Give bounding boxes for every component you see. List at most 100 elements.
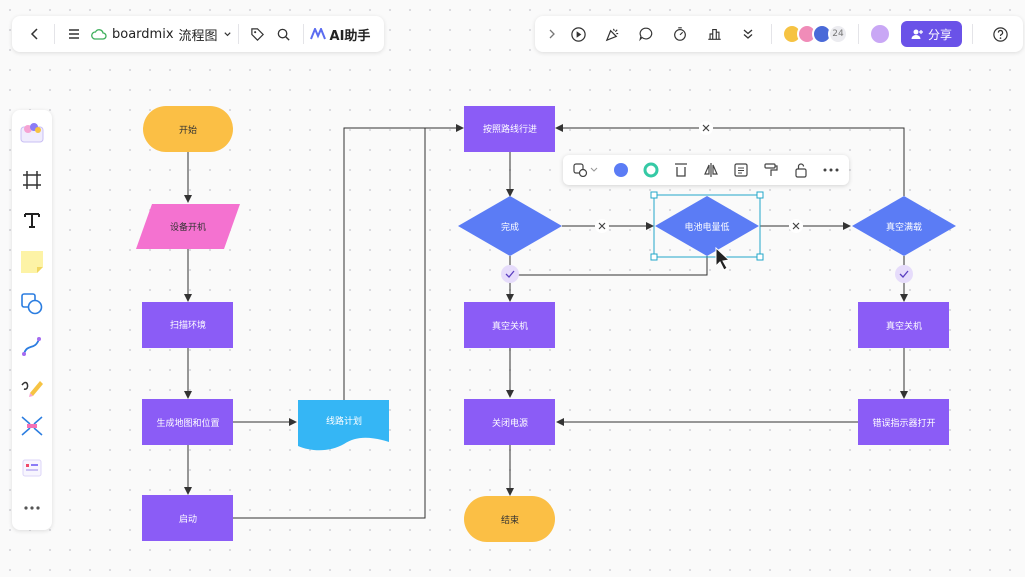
node-route-plan[interactable]: 线路计划 xyxy=(298,400,389,451)
timer-button[interactable] xyxy=(667,21,693,47)
node-follow-route-label: 按照路线行进 xyxy=(483,123,537,135)
node-end[interactable]: 结束 xyxy=(464,496,555,542)
tag-button[interactable] xyxy=(245,21,271,47)
avatar-count: 24 xyxy=(828,24,848,44)
share-button[interactable]: 分享 xyxy=(901,21,963,47)
divider xyxy=(302,24,304,44)
connector-icon xyxy=(22,337,41,356)
comment-button[interactable] xyxy=(633,21,659,47)
help-button[interactable] xyxy=(987,21,1013,47)
shape-type-button[interactable] xyxy=(569,158,603,182)
templates-icon xyxy=(20,123,44,143)
no-badge[interactable] xyxy=(789,219,803,233)
align-icon xyxy=(675,163,687,177)
yes-badge[interactable] xyxy=(501,265,519,283)
text-block-icon xyxy=(734,163,748,177)
node-start[interactable]: 开始 xyxy=(143,106,233,152)
text-format-button[interactable] xyxy=(729,158,753,182)
menu-button[interactable] xyxy=(61,21,87,47)
selection-box[interactable] xyxy=(650,191,764,261)
node-error-light[interactable]: 错误指示器打开 xyxy=(858,399,949,445)
connectors xyxy=(184,124,908,519)
node-vacuum-off-right-label: 真空关机 xyxy=(886,320,922,332)
node-battery-low-label: 电池电量低 xyxy=(684,221,729,233)
help-icon xyxy=(992,26,1008,42)
double-chevron-down-icon xyxy=(743,29,753,39)
lock-button[interactable] xyxy=(789,158,813,182)
share-label: 分享 xyxy=(928,27,953,42)
node-vacuum-off-left[interactable]: 真空关机 xyxy=(464,302,555,348)
no-badge[interactable] xyxy=(699,121,713,135)
component-icon xyxy=(22,459,42,477)
chevron-down-icon xyxy=(223,31,231,36)
shape-context-toolbar xyxy=(563,155,849,185)
divider xyxy=(972,24,974,44)
ai-assistant-button[interactable]: AI助手 xyxy=(309,25,371,44)
collaborator-avatars[interactable]: 24 xyxy=(782,24,848,44)
present-button[interactable] xyxy=(565,21,591,47)
celebrate-button[interactable] xyxy=(599,21,625,47)
node-done[interactable]: 完成 xyxy=(458,196,562,256)
collapse-button[interactable] xyxy=(545,21,559,47)
no-badge[interactable] xyxy=(595,219,609,233)
unlock-icon xyxy=(795,163,807,178)
border-color-button[interactable] xyxy=(639,158,663,182)
more-templates-tool[interactable] xyxy=(18,454,46,482)
fill-color-button[interactable] xyxy=(609,158,633,182)
mindmap-tool[interactable] xyxy=(18,412,46,440)
node-gen-map[interactable]: 生成地图和位置 xyxy=(142,399,233,445)
cloud-icon xyxy=(91,29,107,40)
text-tool[interactable] xyxy=(18,206,46,234)
node-route-plan-label: 线路计划 xyxy=(326,415,362,427)
divider xyxy=(858,24,859,44)
sticky-note-tool[interactable] xyxy=(18,248,46,276)
more-button[interactable] xyxy=(18,494,46,522)
node-follow-route[interactable]: 按照路线行进 xyxy=(464,106,555,152)
align-button[interactable] xyxy=(669,158,693,182)
connector-tool[interactable] xyxy=(18,332,46,360)
paint-roller-icon xyxy=(764,163,778,176)
node-launch[interactable]: 启动 xyxy=(142,495,233,541)
search-button[interactable] xyxy=(271,21,297,47)
more-tools-button[interactable] xyxy=(735,21,761,47)
node-scan-label: 扫描环境 xyxy=(170,319,206,331)
node-power-on[interactable]: 设备开机 xyxy=(136,204,240,249)
shape-switch-icon xyxy=(573,163,598,177)
node-scan[interactable]: 扫描环境 xyxy=(142,302,233,348)
more-icon xyxy=(24,506,40,510)
tag-icon xyxy=(251,27,265,41)
node-vacuum-off-left-label: 真空关机 xyxy=(492,320,528,332)
sticky-note-icon xyxy=(21,251,43,273)
border-color-icon xyxy=(643,162,659,178)
yes-badge[interactable] xyxy=(895,265,913,283)
ai-assistant-label: AI助手 xyxy=(329,28,371,44)
current-user-avatar[interactable] xyxy=(869,23,891,45)
flip-button[interactable] xyxy=(699,158,723,182)
hamburger-icon xyxy=(69,29,79,39)
node-error-light-label: 错误指示器打开 xyxy=(872,417,935,429)
node-power-off[interactable]: 关闭电源 xyxy=(464,399,555,445)
text-icon xyxy=(24,213,40,228)
more-options-button[interactable] xyxy=(819,158,843,182)
back-button[interactable] xyxy=(22,21,48,47)
document-title[interactable]: boardmix 流程图 xyxy=(91,25,232,44)
divider xyxy=(54,24,55,44)
frame-tool[interactable] xyxy=(18,166,46,194)
top-right-toolbar: 24 分享 xyxy=(535,16,1023,52)
pen-tool[interactable] xyxy=(18,372,46,400)
format-painter-button[interactable] xyxy=(759,158,783,182)
node-end-label: 结束 xyxy=(501,514,519,526)
node-vacuum-off-right[interactable]: 真空关机 xyxy=(858,302,949,348)
vote-button[interactable] xyxy=(701,21,727,47)
podium-icon xyxy=(707,28,721,40)
node-vacuum-full[interactable]: 真空满载 xyxy=(852,196,956,256)
doc-name: 流程图 xyxy=(178,28,218,44)
timer-icon xyxy=(674,27,686,41)
mouse-cursor-icon xyxy=(715,246,731,271)
template-tool[interactable] xyxy=(18,118,46,146)
shape-tool[interactable] xyxy=(18,290,46,318)
flip-icon xyxy=(704,163,718,177)
node-battery-low[interactable]: 电池电量低 xyxy=(655,196,759,256)
frame-icon xyxy=(23,171,41,189)
